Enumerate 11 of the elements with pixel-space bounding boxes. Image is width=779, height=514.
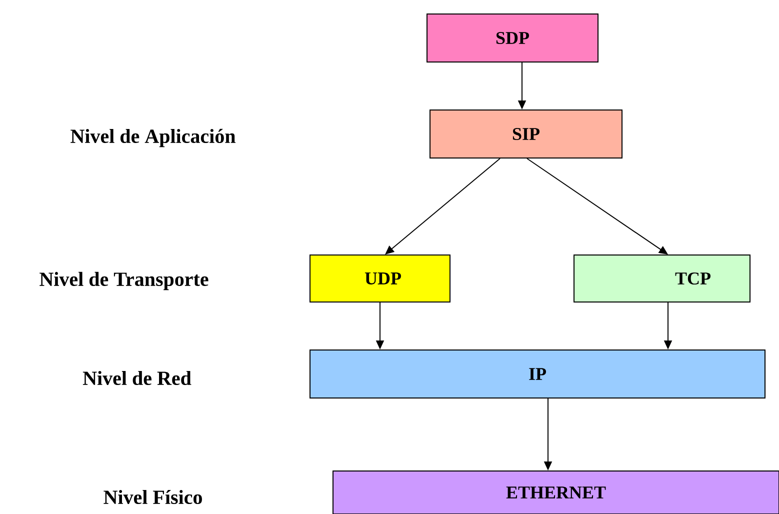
layer-box: SDP xyxy=(426,14,598,62)
layer-box: TCP xyxy=(574,254,750,302)
layer-box: SIP xyxy=(430,110,622,158)
level-label: Nivel de Red xyxy=(82,370,192,386)
layer-box: UDP xyxy=(310,254,450,302)
level-label: Nivel de Aplicación xyxy=(70,128,236,148)
level-label: Nivel Físico xyxy=(104,490,202,504)
arrow xyxy=(385,158,500,254)
layer-box: IP xyxy=(310,350,766,398)
level-label: Nivel de Transporte xyxy=(40,272,208,290)
layer-box: ETHERNET xyxy=(332,470,779,514)
